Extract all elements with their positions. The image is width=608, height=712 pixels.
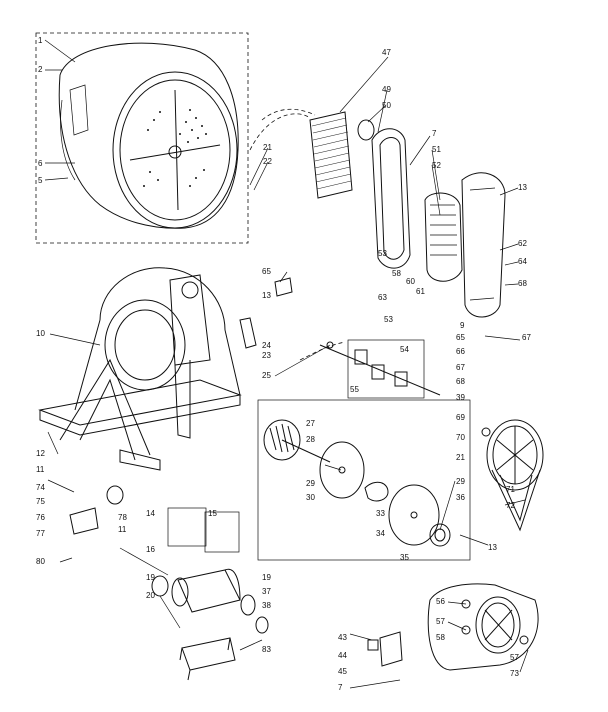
callout-25: 25	[262, 371, 271, 380]
callout-43: 43	[338, 633, 347, 642]
callout-54: 54	[400, 345, 409, 354]
callout-7b: 7	[338, 683, 343, 692]
callout-6: 6	[38, 159, 43, 168]
callout-73: 73	[510, 669, 519, 678]
callout-28: 28	[306, 435, 315, 444]
callout-33: 33	[376, 509, 385, 518]
idler-shaft-group	[299, 339, 441, 399]
callout-65: 65	[262, 267, 271, 276]
leader-lines	[47, 56, 529, 689]
callout-61: 61	[416, 287, 425, 296]
callout-53b: 53	[384, 315, 393, 324]
callout-65b: 65	[456, 333, 465, 342]
callout-67b: 67	[456, 363, 465, 372]
callout-78: 78	[118, 513, 127, 522]
callout-49: 49	[382, 85, 391, 94]
callout-13: 13	[518, 183, 527, 192]
callout-7: 7	[432, 129, 437, 138]
callout-47: 47	[382, 48, 391, 57]
callout-68: 68	[518, 279, 527, 288]
callout-39: 39	[456, 393, 465, 402]
callout-57b: 57	[510, 653, 519, 662]
callout-15: 15	[208, 509, 217, 518]
callout-50: 50	[382, 101, 391, 110]
callout-60: 60	[406, 277, 415, 286]
callout-13c: 13	[488, 543, 497, 552]
idler-assembly	[367, 583, 539, 671]
drum-assembly	[35, 32, 249, 244]
callout-19: 19	[146, 573, 155, 582]
callout-2: 2	[38, 65, 43, 74]
callout-55: 55	[350, 385, 359, 394]
callout-66: 66	[456, 347, 465, 356]
callout-68b: 68	[456, 377, 465, 386]
callout-58b: 58	[436, 633, 445, 642]
callout-9: 9	[460, 321, 465, 330]
callout-52: 52	[432, 161, 441, 170]
callout-21b: 21	[456, 453, 465, 462]
callout-67: 67	[522, 333, 531, 342]
callout-labels: 1 2 6 5 47 49 50 21 22 7 51 52 13 62 64 …	[36, 36, 531, 692]
callout-80: 80	[36, 557, 45, 566]
callout-13b: 13	[262, 291, 271, 300]
callout-19b: 19	[262, 573, 271, 582]
callout-29: 29	[306, 479, 315, 488]
callout-20: 20	[146, 591, 155, 600]
callout-16: 16	[146, 545, 155, 554]
callout-77: 77	[36, 529, 45, 538]
callout-63: 63	[378, 293, 387, 302]
callout-38: 38	[262, 601, 271, 610]
callout-75: 75	[36, 497, 45, 506]
callout-56: 56	[436, 597, 445, 606]
callout-76: 76	[36, 513, 45, 522]
callout-11: 11	[36, 465, 45, 474]
callout-71: 71	[506, 485, 515, 494]
blower-motor-group	[257, 399, 471, 561]
callout-36: 36	[456, 493, 465, 502]
callout-23: 23	[262, 351, 271, 360]
callout-72: 72	[506, 501, 515, 510]
callout-37: 37	[262, 587, 271, 596]
callout-69: 69	[456, 413, 465, 422]
drum-pulley	[481, 419, 544, 532]
callout-14: 14	[146, 509, 155, 518]
callout-83: 83	[262, 645, 271, 654]
callout-34: 34	[376, 529, 385, 538]
callout-51: 51	[432, 145, 441, 154]
callout-29b: 29	[456, 477, 465, 486]
drive-motor	[69, 485, 269, 681]
callout-57: 57	[436, 617, 445, 626]
callout-11b: 11	[118, 525, 127, 534]
callout-45: 45	[338, 667, 347, 676]
callout-70: 70	[456, 433, 465, 442]
callout-22: 22	[263, 157, 272, 166]
front-bulkhead-assembly	[249, 108, 506, 318]
callout-62: 62	[518, 239, 527, 248]
callout-35: 35	[400, 553, 409, 562]
callout-58: 58	[392, 269, 401, 278]
callout-24: 24	[262, 341, 271, 350]
callout-30: 30	[306, 493, 315, 502]
callout-12: 12	[36, 449, 45, 458]
cabinet-frame	[38, 267, 293, 471]
callout-53: 53	[378, 249, 387, 258]
callout-21: 21	[263, 143, 272, 152]
callout-5: 5	[38, 176, 43, 185]
callout-64: 64	[518, 257, 527, 266]
callout-44: 44	[338, 651, 347, 660]
callout-74: 74	[36, 483, 45, 492]
callout-10: 10	[36, 329, 45, 338]
callout-1: 1	[38, 36, 43, 45]
callout-27: 27	[306, 419, 315, 428]
